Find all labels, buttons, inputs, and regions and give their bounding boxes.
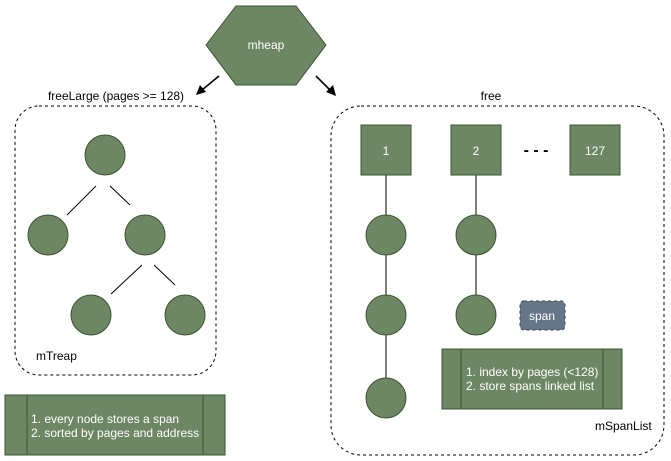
- treap-note-2: 2. sorted by pages and address: [31, 426, 199, 440]
- arrow-to-freelarge: [196, 75, 220, 95]
- freelarge-title: freeLarge (pages >= 128): [48, 89, 184, 103]
- treap-nodes: [27, 134, 206, 336]
- spanlist-notes-box: 1. index by pages (<128) 2. store spans …: [441, 348, 623, 410]
- bucket-1: 1: [360, 124, 412, 176]
- mspanlist-label: mSpanList: [595, 419, 652, 433]
- bucket-label: 127: [585, 144, 605, 158]
- spanlist-nodes: [365, 214, 497, 419]
- span-node: [365, 214, 407, 256]
- spanlist-edges: [385, 175, 477, 378]
- span-node: [365, 377, 407, 419]
- treap-edge: [110, 264, 143, 295]
- treap-node: [124, 214, 166, 256]
- span-label: span: [529, 309, 555, 323]
- treap-edge: [109, 185, 131, 206]
- bucket-label: 1: [383, 144, 390, 158]
- treap-edges: [66, 185, 176, 295]
- spanlist-note-2: 2. store spans linked list: [466, 379, 595, 393]
- bucket-label: 2: [473, 144, 480, 158]
- span-node: [455, 214, 497, 256]
- span-node: [455, 294, 497, 336]
- treap-edge: [153, 264, 176, 286]
- mspanlist-container: mSpanList: [330, 105, 665, 456]
- treap-node: [27, 214, 69, 256]
- span-node: [365, 294, 407, 336]
- treap-edge: [66, 185, 97, 216]
- mheap-node: mheap: [205, 5, 327, 86]
- treap-node-root: [84, 134, 126, 176]
- mtreap-label: mTreap: [36, 349, 77, 363]
- treap-node: [70, 294, 112, 336]
- mheap-label: mheap: [248, 38, 285, 52]
- treap-notes-box: 1. every node stores a span 2. sorted by…: [4, 394, 226, 456]
- arrow-to-free: [315, 75, 336, 96]
- treap-node: [164, 294, 206, 336]
- treap-note-1: 1. every node stores a span: [31, 412, 179, 426]
- bucket-ellipsis: - - -: [524, 142, 549, 159]
- spanlist-note-1: 1. index by pages (<128): [466, 365, 598, 379]
- bucket-127: 127: [569, 124, 621, 176]
- free-title: free: [481, 89, 502, 103]
- span-legend: span: [519, 300, 566, 331]
- bucket-2: 2: [450, 124, 502, 176]
- mtreap-container: mTreap: [14, 105, 217, 376]
